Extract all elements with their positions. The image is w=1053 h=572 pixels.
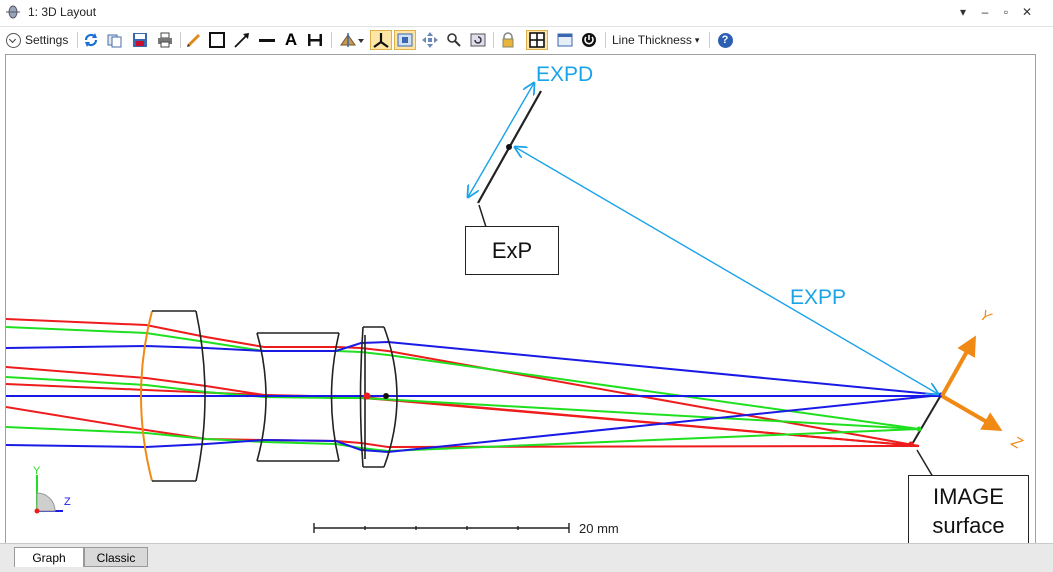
layout-icon[interactable] [526, 30, 548, 50]
tab-bar: Graph Classic [0, 543, 1053, 572]
axis-y-label: Y [977, 306, 995, 326]
line-thickness-label: Line Thickness [612, 33, 692, 47]
tab-classic[interactable]: Classic [84, 547, 148, 567]
line-thickness-dropdown[interactable]: Line Thickness ▾ [612, 30, 699, 50]
image-surface-label-line1: IMAGE [933, 484, 1004, 509]
image-callout-pointer [916, 449, 950, 478]
text-tool-icon[interactable]: A [284, 30, 298, 49]
chevron-down-icon [6, 32, 21, 48]
stop-center-point [363, 392, 371, 400]
ray-bundle [6, 318, 942, 454]
orientation-axis-y-label: Y [33, 465, 41, 477]
lens-1 [140, 310, 206, 482]
layout-canvas[interactable]: EXPD EXPP Y Z Y Z [5, 54, 1036, 544]
axis-z-arrow [940, 394, 1003, 432]
image-surface-line [910, 394, 942, 447]
axis-z-label: Z [1008, 433, 1026, 453]
rectangle-icon[interactable] [208, 30, 226, 50]
zoom-icon[interactable] [445, 30, 463, 50]
orientation-origin [34, 508, 40, 514]
exp-callout-pointer [478, 204, 502, 228]
chevron-down-icon: ▾ [694, 34, 700, 45]
axis-y-arrow [940, 335, 976, 397]
lens-2-back-surface [330, 332, 340, 462]
exp-callout: ExP [465, 226, 559, 275]
image-point-green [916, 426, 922, 432]
close-button[interactable]: ✕ [1021, 5, 1033, 19]
lens-2-front-surface [256, 332, 267, 462]
minimize-button[interactable]: – [981, 5, 989, 19]
pan-icon[interactable] [421, 30, 439, 50]
print-icon[interactable] [156, 30, 174, 50]
power-icon[interactable] [580, 30, 598, 50]
exp-callout-label: ExP [491, 238, 533, 263]
pencil-icon[interactable] [185, 30, 203, 50]
orientation-axes: Y Z [33, 465, 71, 514]
toolbar-divider [709, 32, 710, 48]
app-icon [6, 5, 20, 19]
lens-center-point [383, 393, 389, 399]
ray-blue-lower [6, 394, 942, 454]
window-title: 1: 3D Layout [28, 5, 97, 19]
help-glyph: ? [717, 32, 733, 48]
image-coordinate-axes: Y Z [940, 306, 1026, 453]
restore-icon[interactable] [469, 30, 487, 50]
toolbar-divider [493, 32, 494, 48]
toolbar-divider [605, 32, 606, 48]
expd-arrow [468, 83, 534, 197]
line-tool-icon[interactable] [258, 30, 276, 50]
orientation-axis-z-label: Z [64, 496, 71, 508]
help-icon[interactable]: ? [716, 30, 734, 50]
arrow-tool-icon[interactable] [233, 30, 251, 50]
expd-label: EXPD [536, 63, 593, 86]
image-surface-label-line2: surface [932, 513, 1005, 538]
title-bar: 1: 3D Layout ▾ – ▫ ✕ [0, 0, 1053, 27]
window-menu-button[interactable]: ▾ [959, 5, 967, 19]
ray-green-lower [6, 426, 920, 453]
ray-blue-upper [6, 340, 942, 396]
lens-1-front-surface [140, 310, 153, 482]
layout-drawing: EXPD EXPP Y Z Y Z [6, 63, 1026, 536]
toolbar-divider [180, 32, 181, 48]
image-surface-callout: IMAGE surface [908, 475, 1029, 548]
toolbar-divider [77, 32, 78, 48]
axes-icon[interactable] [370, 30, 392, 50]
image-point-red [908, 441, 914, 447]
orientation-axis-x [36, 492, 56, 512]
ray-red-upper [6, 318, 920, 447]
exit-pupil-center-point [506, 144, 512, 150]
dimension-tool-icon[interactable] [306, 30, 324, 50]
toolbar-divider [331, 32, 332, 48]
save-icon[interactable] [131, 30, 149, 50]
tab-graph[interactable]: Graph [14, 547, 84, 567]
lens-2 [256, 332, 340, 462]
scale-bar [313, 523, 570, 533]
window-icon[interactable] [556, 30, 574, 50]
maximize-button[interactable]: ▫ [1003, 5, 1009, 19]
lens-3-front-surface [359, 326, 364, 468]
expp-label: EXPP [790, 286, 846, 309]
settings-label: Settings [25, 33, 69, 47]
scale-bar-label: 20 mm [579, 521, 619, 536]
fit-icon[interactable] [394, 30, 416, 50]
refresh-icon[interactable] [82, 30, 100, 50]
copy-icon[interactable] [106, 30, 124, 50]
lens-1-back-surface [195, 310, 206, 482]
settings-button[interactable]: Settings [6, 30, 68, 50]
rotate-icon[interactable] [337, 30, 365, 50]
toolbar: Settings A [0, 27, 1053, 53]
expp-arrow [515, 147, 938, 394]
lock-icon[interactable] [499, 30, 517, 50]
lens-3-back-surface [383, 326, 398, 468]
